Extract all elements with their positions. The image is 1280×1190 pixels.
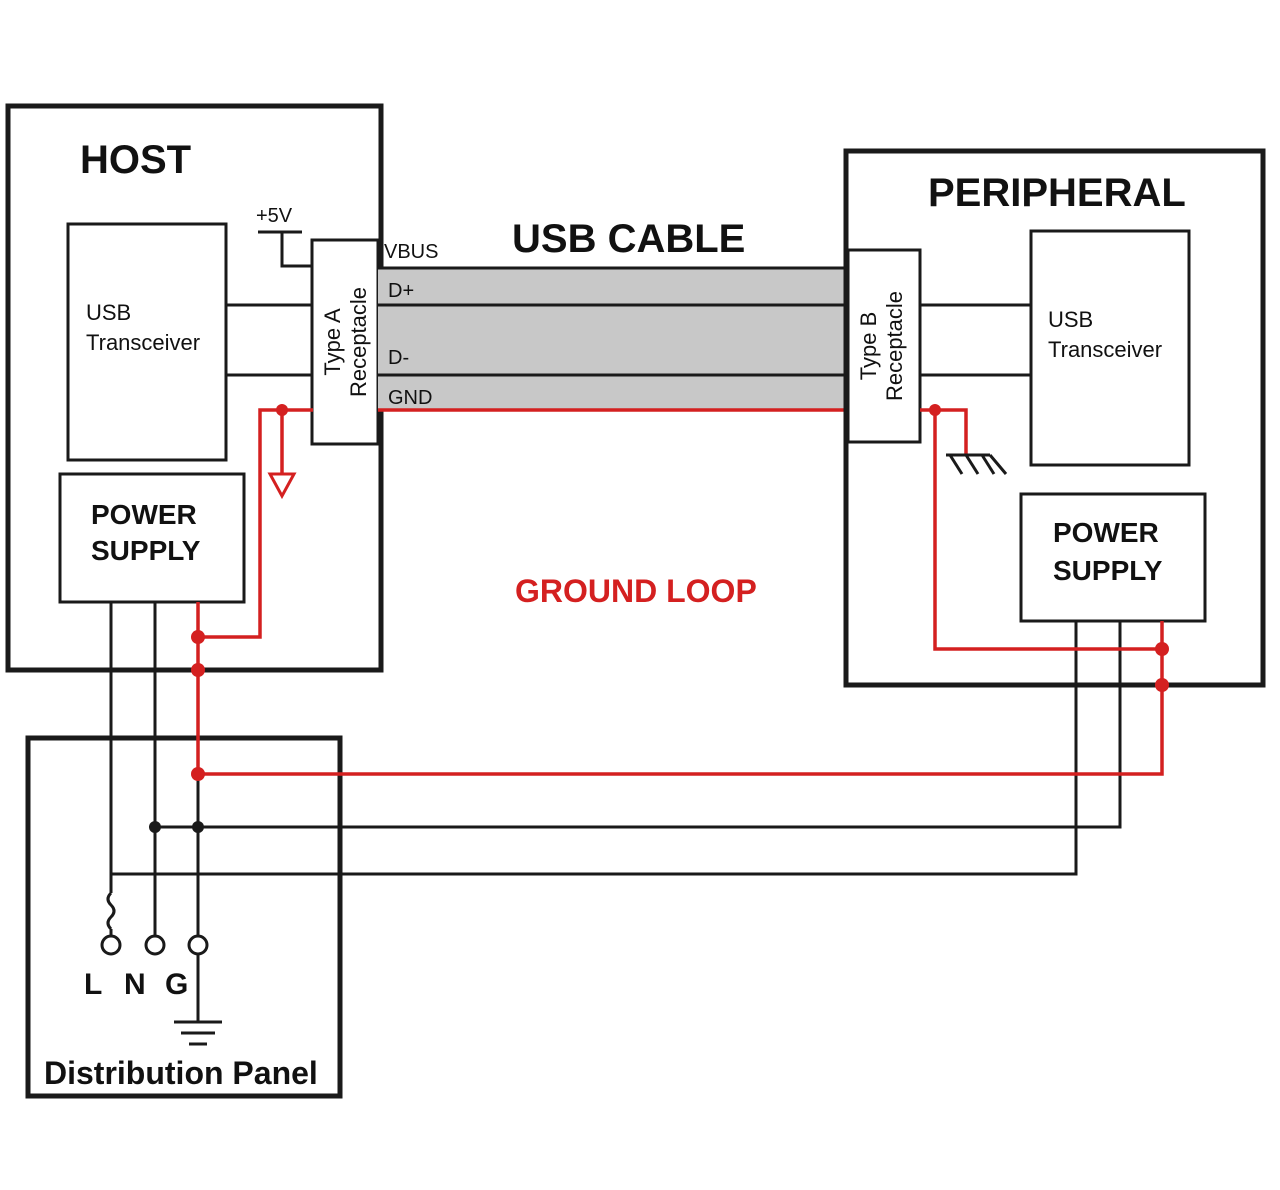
panel-to-peripheral-ground xyxy=(198,621,1164,776)
host-usb-transceiver xyxy=(66,222,228,462)
terminal-l-label: L xyxy=(84,968,102,1001)
terminal-g xyxy=(187,934,209,956)
type-b-receptacle xyxy=(846,248,922,444)
peripheral-transceiver-line1: USB xyxy=(1048,307,1093,332)
host-power-supply-line2: SUPPLY xyxy=(91,535,201,566)
host-box xyxy=(5,103,384,673)
terminal-g-label: G xyxy=(165,968,188,1001)
host-supply-voltage: +5V xyxy=(256,205,293,227)
signal-gnd-label: GND xyxy=(388,387,432,409)
host-transceiver-line2: Transceiver xyxy=(86,330,200,355)
junction-dot xyxy=(149,821,161,833)
peripheral-power-supply-line2: SUPPLY xyxy=(1053,555,1163,586)
host-title: HOST xyxy=(80,138,191,182)
signal-vbus-label: VBUS xyxy=(384,241,438,263)
signal-dminus-label: D- xyxy=(388,347,409,369)
distribution-panel-title: Distribution Panel xyxy=(44,1055,318,1091)
peripheral-title: PERIPHERAL xyxy=(928,171,1186,215)
peripheral-line-wire xyxy=(111,621,1078,876)
type-b-label-line1: Type B xyxy=(856,312,881,380)
type-a-label-line2: Receptacle xyxy=(346,287,371,397)
host-power-supply xyxy=(58,472,246,604)
host-transceiver-line1: USB xyxy=(86,300,131,325)
junction-dot xyxy=(191,663,205,677)
type-b-label-line2: Receptacle xyxy=(882,291,907,401)
junction-dot xyxy=(929,404,941,416)
terminal-n-label: N xyxy=(124,968,146,1001)
junction-dot xyxy=(191,767,205,781)
peripheral-neutral-wire xyxy=(155,621,1122,829)
usb-cable-body xyxy=(378,268,846,410)
peripheral-power-supply-line1: POWER xyxy=(1053,517,1159,548)
signal-dplus-label: D+ xyxy=(388,280,414,302)
peripheral-usb-transceiver xyxy=(1029,229,1191,467)
peripheral-power-supply xyxy=(1019,492,1207,623)
junction-dot xyxy=(1155,642,1169,656)
junction-dot xyxy=(1155,678,1169,692)
peripheral-box xyxy=(843,148,1266,688)
host-power-supply-line1: POWER xyxy=(91,499,197,530)
usb-cable-title: USB CABLE xyxy=(512,217,745,261)
junction-dot xyxy=(276,404,288,416)
chassis-ground-icon xyxy=(935,408,1008,475)
vbus-feed-wire xyxy=(280,232,313,268)
terminal-l xyxy=(100,934,122,956)
ground-loop-label: GROUND LOOP xyxy=(515,573,757,609)
junction-dot xyxy=(192,821,204,833)
peripheral-transceiver-line2: Transceiver xyxy=(1048,337,1162,362)
junction-dot xyxy=(191,630,205,644)
type-a-label-line1: Type A xyxy=(320,308,345,376)
fuse-icon xyxy=(106,891,116,931)
distribution-panel-box xyxy=(25,735,343,1099)
earth-ground-icon xyxy=(174,1020,222,1046)
terminal-n xyxy=(144,934,166,956)
peripheral-ground-return xyxy=(920,408,1162,651)
ground-symbol-icon xyxy=(267,472,297,500)
